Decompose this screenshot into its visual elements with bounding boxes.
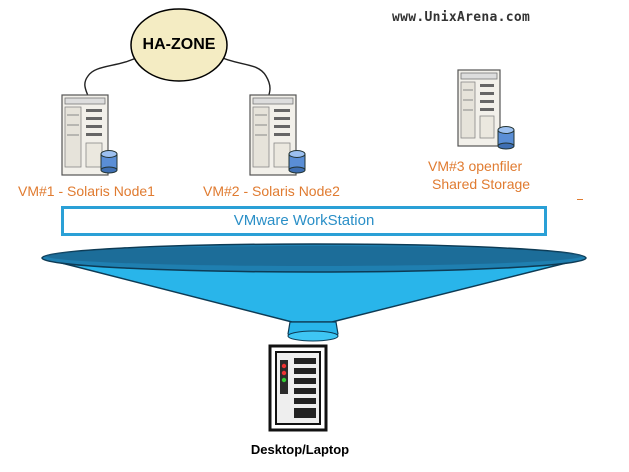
desktop-tower-icon (268, 344, 328, 432)
site-url-text: www.UnixArena.com (392, 10, 531, 25)
ha-wire-left (84, 55, 141, 97)
host-label: Desktop/Laptop (250, 442, 350, 457)
vm1-label: VM#1 - Solaris Node1 (18, 183, 155, 199)
orange-dash-mark (577, 199, 583, 200)
vm1-server-icon (61, 94, 109, 176)
ha-wire-right (217, 55, 271, 99)
vm3-disk-icon (497, 126, 515, 150)
vm3-role-label: Shared Storage (432, 176, 531, 192)
vm2-disk-icon (288, 150, 306, 174)
ha-zone-ellipse (130, 8, 228, 82)
ha-zone-label: HA-ZONE (142, 36, 216, 53)
vm1-disk-icon (100, 150, 118, 174)
vm3-name-label: VM#3 openfiler (428, 158, 523, 174)
vm2-label: VM#2 - Solaris Node2 (203, 183, 340, 199)
vm2-server-icon (249, 94, 297, 176)
vmware-layer-label: VMware WorkStation (233, 212, 375, 229)
vmware-layer-box (61, 206, 547, 236)
vm3-server-icon (457, 69, 501, 147)
funnel-shape (41, 243, 587, 342)
